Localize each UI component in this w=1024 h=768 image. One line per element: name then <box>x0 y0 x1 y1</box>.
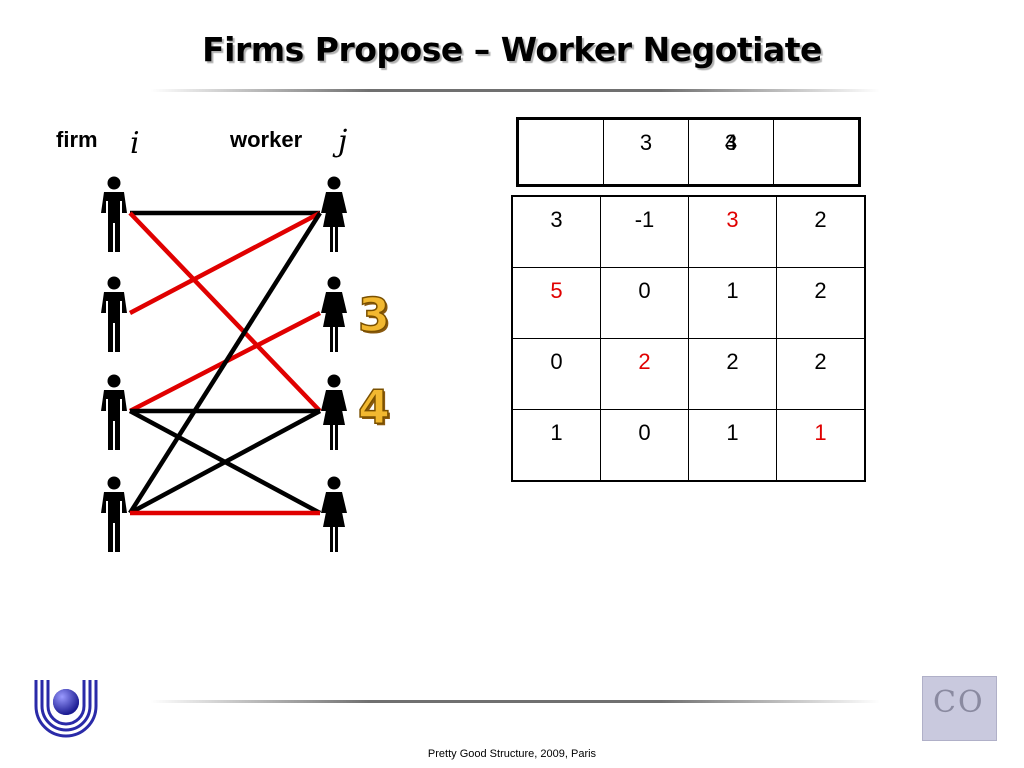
co-logo-text: CO <box>933 685 985 720</box>
firm-person-icon <box>101 476 127 552</box>
matrix-cell: 3 <box>688 195 777 268</box>
university-logo <box>34 680 98 738</box>
matrix-cell: 1 <box>776 409 866 482</box>
edge-firm1-worker0 <box>128 211 322 315</box>
firm-person-icon <box>101 176 127 252</box>
matrix-cell: -1 <box>600 195 689 268</box>
co-logo: CO <box>922 676 997 741</box>
edge-firm3-worker2 <box>128 409 322 515</box>
matrix-cell: 0 <box>600 409 689 482</box>
worker-person-icon <box>321 374 347 450</box>
header-row-table: 3 3 4 <box>516 117 861 187</box>
header-cell-value: 3 <box>724 130 738 155</box>
firm-variable: i <box>130 126 140 161</box>
header-cell: 3 4 <box>688 118 774 186</box>
title-divider <box>150 89 880 92</box>
matrix-cell: 1 <box>511 409 601 482</box>
worker-person-icon <box>321 476 347 552</box>
edge-layer <box>128 210 322 516</box>
header-cell <box>518 119 604 186</box>
footer-text: Pretty Good Structure, 2009, Paris <box>427 748 597 760</box>
matrix-cell: 1 <box>688 267 777 339</box>
matrix-cell: 0 <box>600 267 689 339</box>
firm-person-icon <box>101 374 127 450</box>
matrix-cell: 2 <box>600 338 689 410</box>
matrix-cell: 0 <box>511 338 601 410</box>
edge-firm3-worker0 <box>128 211 322 515</box>
worker-variable: j <box>338 124 348 159</box>
worker-label: worker <box>230 127 303 152</box>
slide-title: Firms Propose – Worker Negotiate <box>202 30 822 69</box>
worker-person-icon <box>321 276 347 352</box>
edge-firm0-worker2 <box>128 211 322 413</box>
firm-person-icon <box>101 276 127 352</box>
matrix-cell: 2 <box>776 338 866 410</box>
matrix-cell: 2 <box>776 267 866 339</box>
matrix-cell: 5 <box>511 267 601 339</box>
header-cell: 3 <box>603 118 689 186</box>
marker-digit-4: 4 <box>357 379 391 435</box>
header-cell-overlap: 4 <box>724 130 738 155</box>
matrix-cell: 1 <box>688 409 777 482</box>
matrix-cell: 2 <box>776 195 866 268</box>
footer-divider <box>150 700 880 703</box>
header-cell <box>773 118 860 186</box>
matrix-cell: 2 <box>688 338 777 410</box>
firm-label: firm <box>56 127 98 152</box>
marker-digit-3: 3 <box>357 287 391 343</box>
worker-person-icon <box>321 176 347 252</box>
matrix-cell: 3 <box>511 195 601 268</box>
